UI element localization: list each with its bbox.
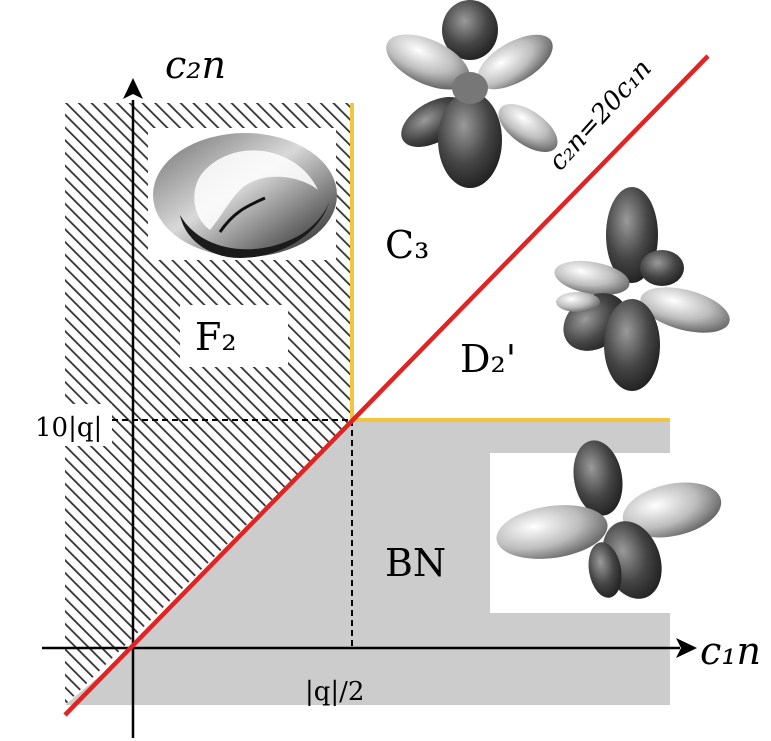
phase-label-f2: F₂ xyxy=(195,315,237,359)
y-axis-label: c₂n xyxy=(165,43,226,87)
biaxial-nematic-order-parameter-icon xyxy=(496,440,722,599)
x-axis-label: c₁n xyxy=(700,629,761,673)
dihedral-order-parameter-icon xyxy=(554,187,730,391)
x-tick-label: |q|/2 xyxy=(305,677,364,707)
y-tick-background xyxy=(28,404,112,446)
boundary-line xyxy=(63,54,710,717)
ferromagnetic-torus-icon xyxy=(153,133,337,258)
phase-label-bn: BN xyxy=(385,541,446,585)
bn-region xyxy=(133,420,670,705)
phase-label-c3: C₃ xyxy=(385,223,429,267)
boundary-line-label: c₂n=20c₁n xyxy=(543,54,658,177)
y-axis-arrowhead xyxy=(123,78,143,99)
phase-label-d2: D₂' xyxy=(460,337,516,381)
y-tick-label: 10|q| xyxy=(35,413,102,443)
x-axis-arrowhead xyxy=(676,638,697,658)
f2-label-background xyxy=(180,305,288,367)
cyclic-order-parameter-icon xyxy=(386,0,558,188)
